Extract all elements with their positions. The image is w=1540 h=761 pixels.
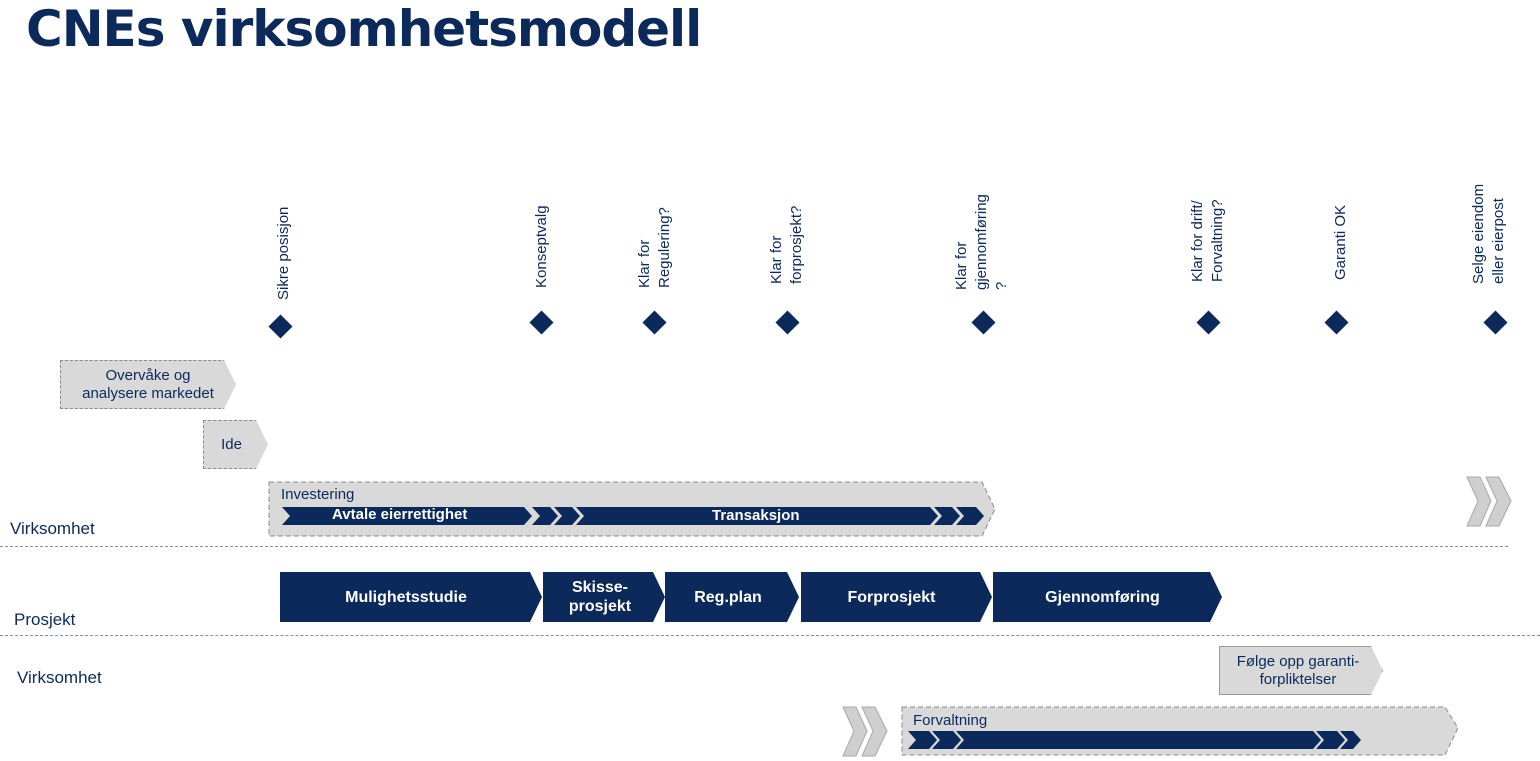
divider-line bbox=[0, 546, 1508, 547]
milestone-label-konseptvalg: Konseptvalg bbox=[533, 205, 550, 288]
milestone-label-garanti-ok: Garanti OK bbox=[1332, 204, 1349, 280]
milestone-label-sikre-posisjon: Sikre posisjon bbox=[275, 206, 292, 300]
phase-forprosjekt: Forprosjekt bbox=[801, 572, 992, 622]
milestone-diamond bbox=[1483, 310, 1508, 335]
step-overvake-markedet: Overvåke og analysere markedet bbox=[60, 360, 236, 409]
phase-gjennomforing: Gjennomføring bbox=[993, 572, 1222, 622]
milestone-label-selge-eiendom: Selge eiendom eller eierpost bbox=[1470, 183, 1507, 284]
continuation-chevron-icon bbox=[1466, 476, 1512, 527]
phase-regplan: Reg.plan bbox=[665, 572, 799, 622]
milestone-label-klar-for-regulering: Klar for Regulering? bbox=[636, 207, 673, 288]
investering-shape bbox=[268, 481, 996, 537]
phase-skisseprosjekt: Skisse-prosjekt bbox=[543, 572, 665, 622]
milestone-diamond bbox=[529, 310, 554, 335]
continuation-chevron-icon bbox=[842, 706, 888, 757]
row-label-virksomhet-top: Virksomhet bbox=[10, 519, 95, 538]
forvaltning-shape bbox=[901, 706, 1459, 756]
forvaltning-box: Forvaltning bbox=[901, 706, 1459, 756]
step-ide: Ide bbox=[203, 420, 268, 469]
phase-avtale-eierrettighet: Avtale eierrettighet bbox=[332, 506, 468, 523]
milestone-diamond bbox=[971, 310, 996, 335]
step-folge-opp-garanti: Følge opp garanti-forpliktelser bbox=[1219, 646, 1383, 695]
divider-line bbox=[0, 635, 1540, 636]
milestone-diamond bbox=[775, 310, 800, 335]
milestone-diamond bbox=[1196, 310, 1221, 335]
page-title: CNEs virksomhetsmodell bbox=[26, 0, 702, 58]
milestone-diamond bbox=[642, 310, 667, 335]
phase-mulighetsstudie: Mulighetsstudie bbox=[280, 572, 542, 622]
milestone-diamond bbox=[1324, 310, 1349, 335]
forvaltning-label: Forvaltning bbox=[913, 712, 988, 729]
milestone-diamond bbox=[268, 314, 293, 339]
phase-transaksjon: Transaksjon bbox=[712, 507, 800, 524]
investering-box: Investering Avtale eierrettighet Transak… bbox=[268, 481, 996, 537]
milestone-label-klar-for-gjennomforing: Klar for gjennomføring ? bbox=[953, 194, 1010, 290]
milestone-label-klar-for-drift: Klar for drift/ Forvaltning? bbox=[1189, 199, 1226, 282]
row-label-prosjekt: Prosjekt bbox=[14, 610, 76, 629]
row-label-virksomhet-bottom: Virksomhet bbox=[17, 668, 102, 687]
investering-label: Investering bbox=[281, 486, 355, 503]
milestone-label-klar-for-forprosjekt: Klar for forprosjekt? bbox=[768, 205, 805, 284]
